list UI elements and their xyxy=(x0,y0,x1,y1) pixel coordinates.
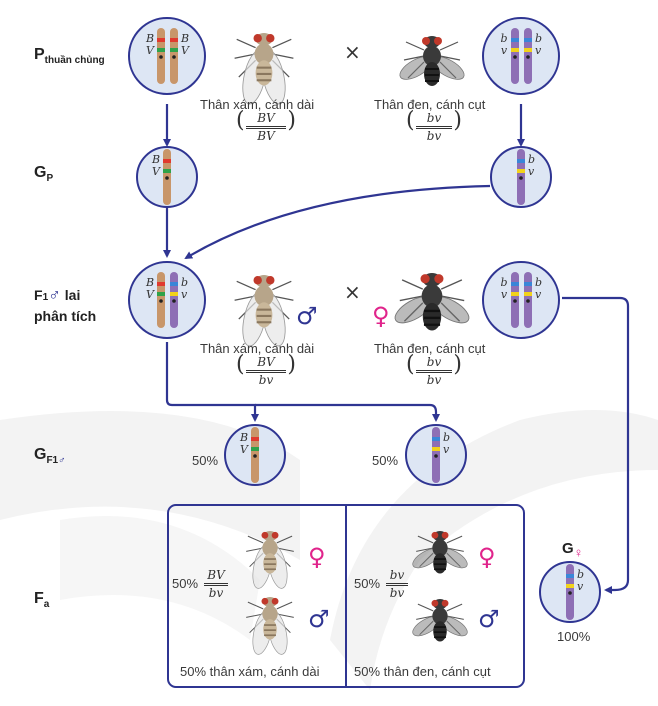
f1-female-symbol: ♀ xyxy=(372,302,390,330)
allele-label: v xyxy=(535,44,542,57)
row-label-gf1: GF1♂ xyxy=(34,446,66,467)
fa-right-caption: 50% thân đen, cánh cụt xyxy=(354,664,491,679)
cell-gamete-female: bv xyxy=(539,561,601,623)
p-left-caption: Thân xám, cánh dài xyxy=(200,97,315,112)
fa-right-percent: 50% xyxy=(354,576,381,591)
allele-label: v xyxy=(501,44,508,57)
allele-label: B xyxy=(145,32,154,45)
p-right-caption: Thân đen, cánh cụt xyxy=(374,97,486,112)
allele-label: B xyxy=(145,276,154,289)
allele-label: v xyxy=(501,288,508,301)
allele-label: b xyxy=(500,32,507,45)
watermark-logo xyxy=(0,410,658,690)
allele-label: b xyxy=(528,153,535,166)
gamete-right-percent: 50% xyxy=(372,453,399,468)
fa-left-male-symbol: ♂ xyxy=(308,605,330,633)
allele-label: B xyxy=(151,153,160,166)
allele-label: v xyxy=(577,580,584,593)
fly-f1-black-vestigial xyxy=(394,273,470,331)
gamete-left-percent: 50% xyxy=(192,453,219,468)
fly-fa-gray-female xyxy=(246,531,294,589)
allele-label: b xyxy=(577,568,584,581)
arrow-f1-down xyxy=(165,342,259,422)
allele-label: b xyxy=(181,276,188,289)
row-label-f1: F1♂ lai phân tích xyxy=(34,285,97,325)
row-label-fa: Fa xyxy=(34,590,50,611)
arrow-f1-right xyxy=(255,403,440,422)
allele-label: v xyxy=(535,288,542,301)
fa-box xyxy=(167,504,525,688)
row-label-gp: GP xyxy=(34,164,54,185)
allele-label: v xyxy=(443,443,450,456)
allele-label: v xyxy=(528,165,535,178)
cell-gamete-left: BV xyxy=(224,424,286,486)
fa-left-female-symbol: ♀ xyxy=(308,543,326,571)
row-label-p: Pthuần chủng xyxy=(34,46,105,67)
f1-male-symbol: ♂ xyxy=(296,302,318,330)
female-gamete-percent: 100% xyxy=(557,629,591,644)
allele-label: b xyxy=(500,276,507,289)
allele-label: B xyxy=(180,32,189,45)
f1-left-caption: Thân xám, cánh dài xyxy=(200,341,315,356)
allele-label: V xyxy=(181,44,190,57)
arrow-female-gamete xyxy=(562,296,630,594)
cell-gp-left: BV xyxy=(136,146,198,208)
cell-gamete-right: bv xyxy=(405,424,467,486)
fa-right-male-symbol: ♂ xyxy=(478,605,500,633)
allele-label: b xyxy=(443,431,450,444)
p-cross-sign: × xyxy=(344,40,361,64)
allele-label: b xyxy=(535,276,542,289)
fly-fa-gray-male xyxy=(246,597,294,655)
fa-right-female-symbol: ♀ xyxy=(478,543,496,571)
allele-label: b xyxy=(535,32,542,45)
cell-gp-right: bv xyxy=(490,146,552,208)
arrow-gp-right-curve xyxy=(184,184,491,260)
fa-left-caption: 50% thân xám, cánh dài xyxy=(180,664,320,679)
arrows xyxy=(163,104,630,594)
allele-label: V xyxy=(152,165,161,178)
f1-cross-sign: × xyxy=(344,280,361,304)
female-gamete-label: G♀ xyxy=(562,540,584,560)
allele-label: V xyxy=(146,44,155,57)
allele-label: V xyxy=(240,443,249,456)
allele-label: v xyxy=(181,288,188,301)
fly-fa-black-female xyxy=(412,531,468,574)
allele-label: V xyxy=(146,288,155,301)
fa-left-percent: 50% xyxy=(172,576,199,591)
fly-p-black-vestigial xyxy=(399,36,465,86)
fly-p-gray-long-wing xyxy=(234,33,294,105)
allele-label: B xyxy=(239,431,248,444)
fly-fa-black-male xyxy=(412,599,468,642)
f1-right-caption: Thân đen, cánh cụt xyxy=(374,341,486,356)
fly-f1-gray-long-wing xyxy=(234,275,294,347)
